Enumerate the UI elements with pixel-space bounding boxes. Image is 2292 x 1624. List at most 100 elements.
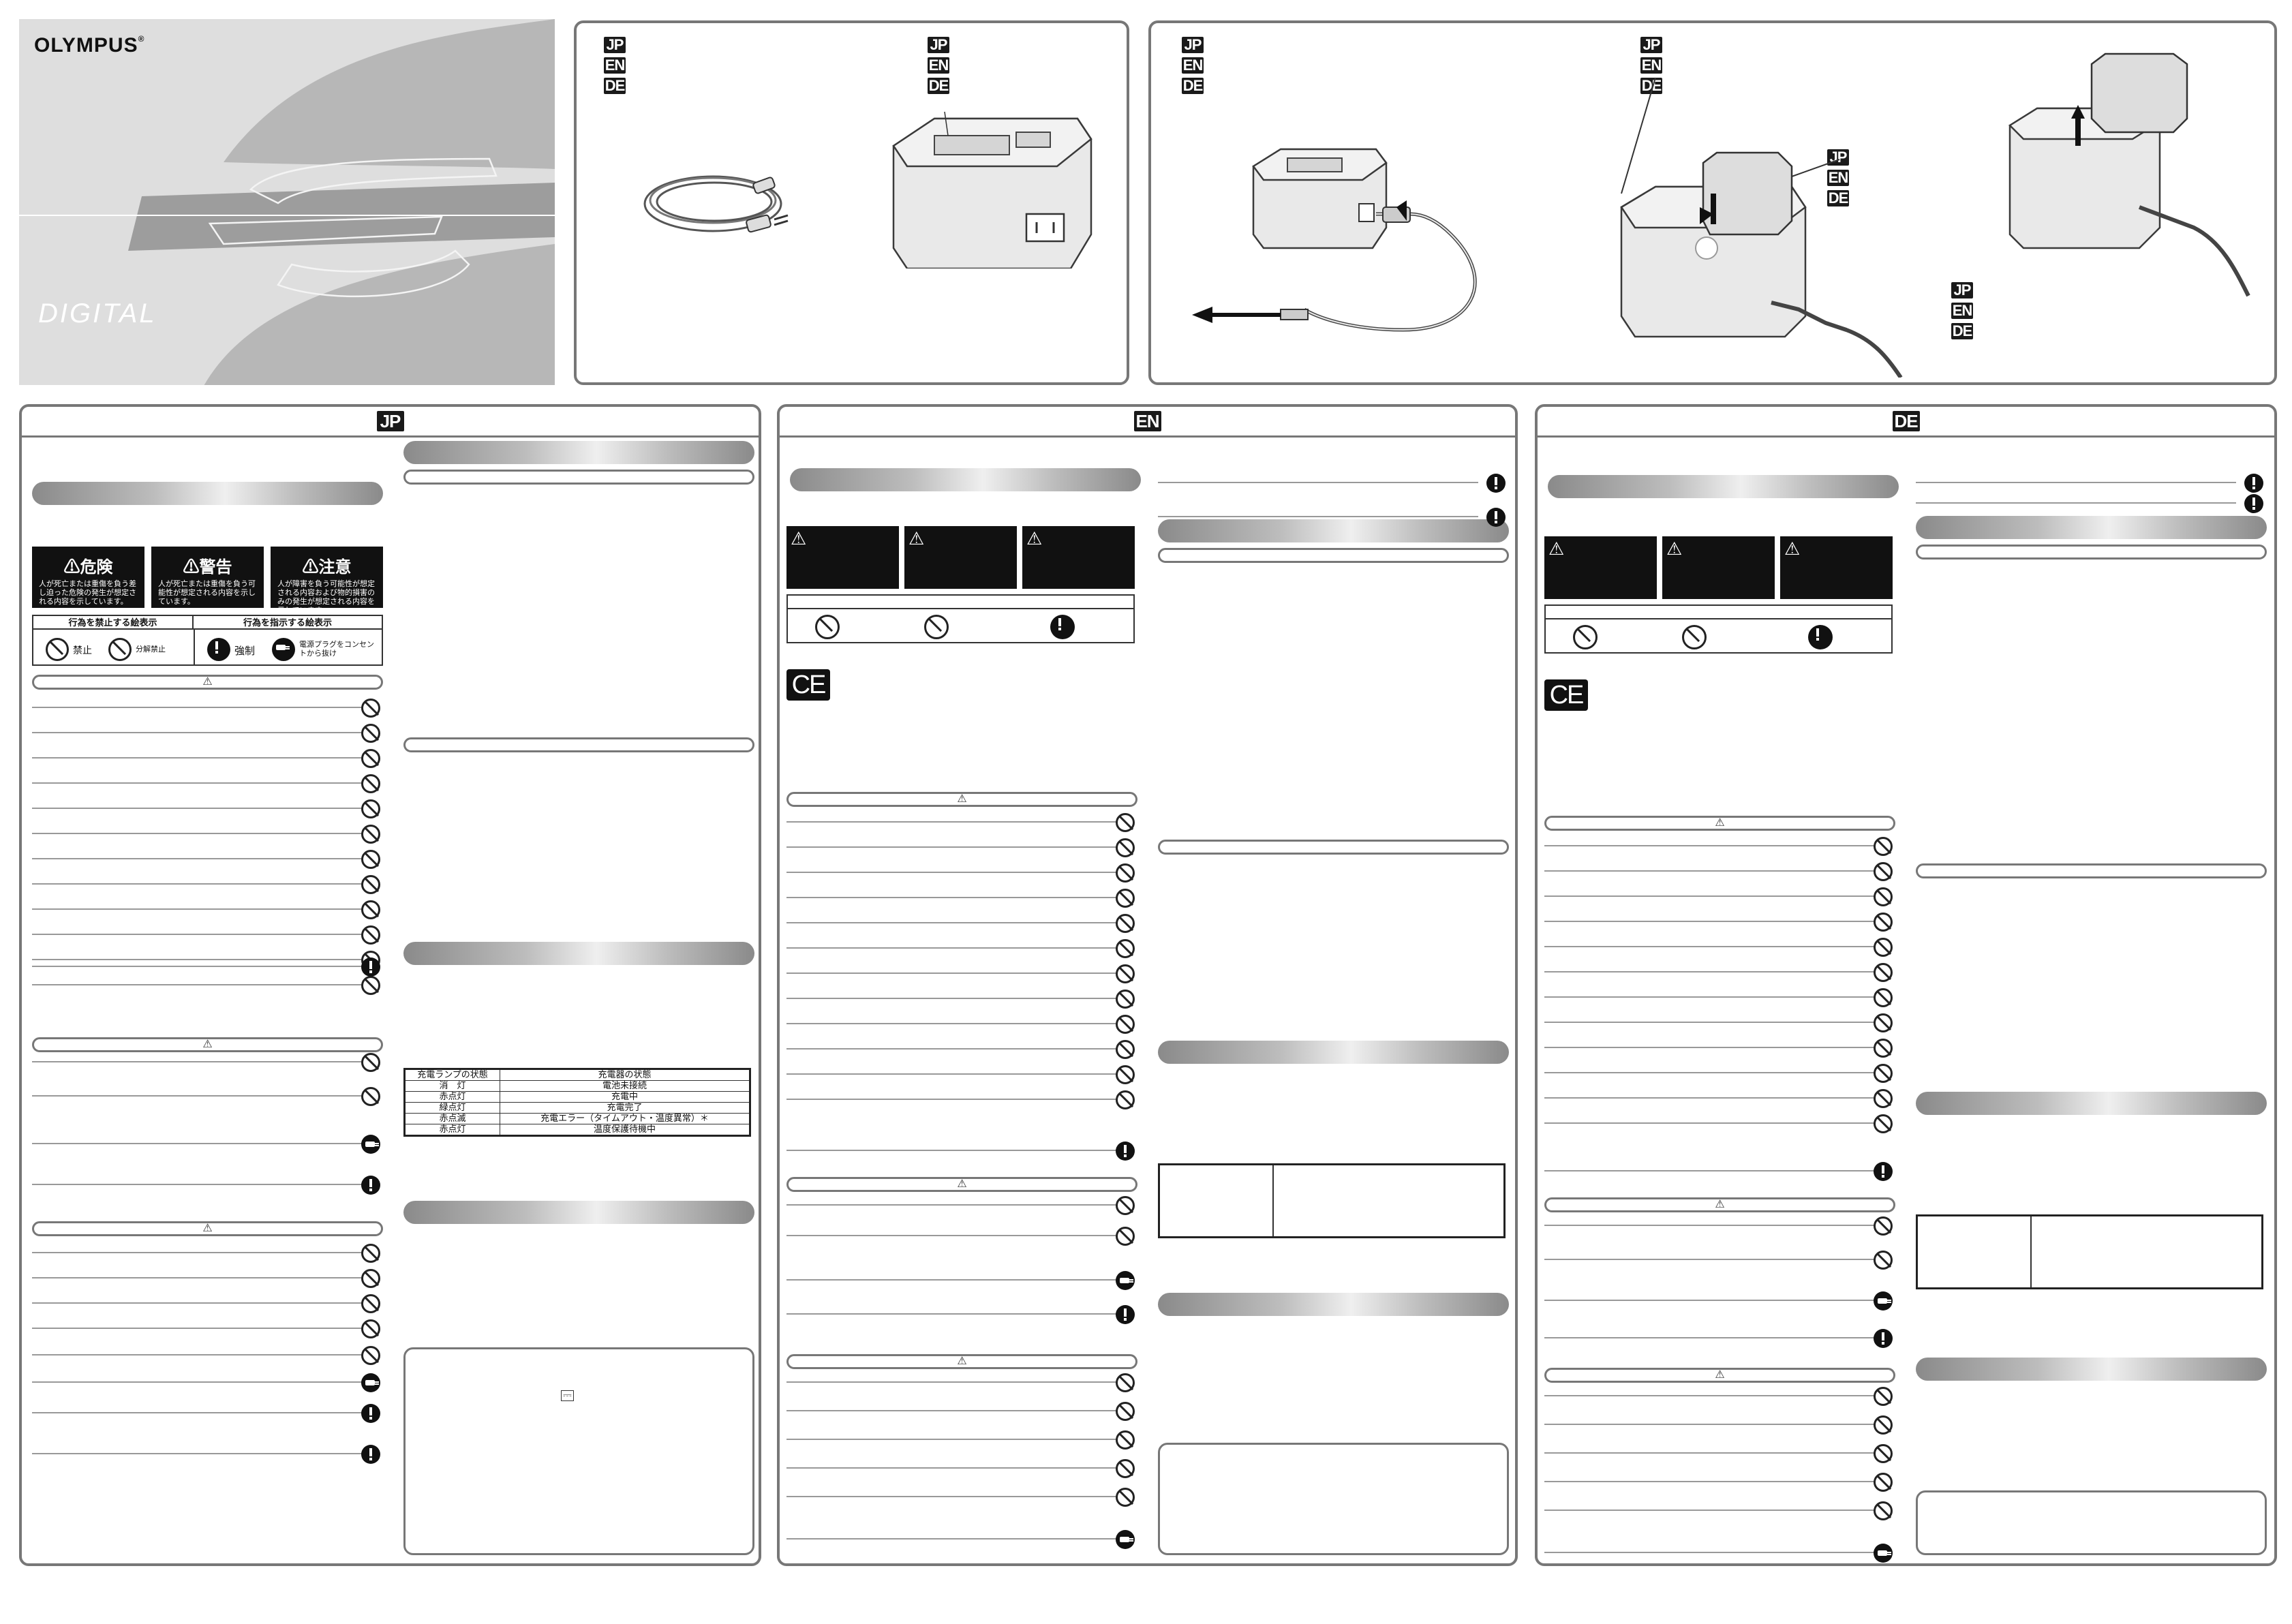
en-right-heading-1 <box>1158 519 1509 542</box>
jp-right-heading-3 <box>403 1201 754 1224</box>
rule-line <box>1916 482 2236 483</box>
rule-line <box>786 922 1117 923</box>
instruct-header: 行為を指示する絵表示 <box>194 616 382 630</box>
prohibit-icon <box>1874 862 1893 881</box>
table-row: 消 灯電池未接続 <box>404 1080 750 1092</box>
step1-connect-cord-illustration <box>1192 148 1477 332</box>
rule-line <box>786 1313 1117 1315</box>
rule-line <box>1544 1552 1875 1553</box>
rule-line <box>1544 1424 1875 1425</box>
warning-triangle-icon: ⚠ <box>63 558 80 577</box>
charger-illustration <box>892 111 1092 269</box>
badge-en: EN <box>604 57 626 74</box>
prohibit-icon <box>1116 1402 1135 1421</box>
cover-panel: OLYMPUS® DIGITAL <box>19 19 555 385</box>
en-safety-heading-bar <box>790 468 1141 491</box>
badge-en: EN <box>1182 57 1204 74</box>
prohibit-icon <box>361 1269 380 1288</box>
ce-mark-icon: CE <box>786 669 830 701</box>
rule-line <box>32 1143 366 1144</box>
prohibit-header: 行為を禁止する絵表示 <box>33 616 194 630</box>
lang-badges-step1: JP EN DE <box>1182 37 1204 94</box>
mandatory-icon <box>1808 625 1833 649</box>
unplug-label: 電源プラグをコンセントから抜け <box>299 641 374 658</box>
mandatory-icon <box>1874 1329 1893 1348</box>
unplug-icon <box>1874 1291 1893 1311</box>
rule-line <box>786 821 1117 823</box>
rule-line <box>786 1439 1117 1440</box>
contents-panel: JP EN DE JP EN DE <box>574 20 1129 385</box>
prohibit-icon <box>361 1346 380 1365</box>
warning-title: 警告 <box>199 558 232 577</box>
jp-spec-box: ⎓ <box>403 1347 754 1555</box>
lang-badges-step3: JP EN DE <box>1951 282 1973 339</box>
table-header: 充電器の状態 <box>500 1069 750 1081</box>
rule-line <box>786 872 1117 873</box>
prohibit-icon <box>1874 1444 1893 1463</box>
badge-en: EN <box>1951 302 1973 319</box>
mandatory-icon <box>2244 474 2263 493</box>
de-danger-pill: ⚠ <box>1544 816 1895 831</box>
rule-line <box>32 883 366 885</box>
rule-line <box>786 1073 1117 1075</box>
brand-logo: OLYMPUS <box>34 34 138 57</box>
rule-line <box>1544 1395 1875 1396</box>
prohibit-icon <box>1874 887 1893 906</box>
prohibit-icon <box>1116 1015 1135 1034</box>
prohibit-icon <box>361 850 380 869</box>
no-disassembly-label: 分解禁止 <box>136 645 166 654</box>
prohibit-icon <box>1874 913 1893 932</box>
en-warning-legend: ⚠ <box>904 526 1017 589</box>
prohibit-icon <box>1874 1251 1893 1270</box>
de-right-pill-2 <box>1916 863 2267 878</box>
prohibit-icon <box>1116 939 1135 958</box>
unplug-icon <box>1116 1271 1135 1290</box>
prohibit-icon <box>1116 1488 1135 1507</box>
prohibit-icon <box>361 699 380 718</box>
de-danger-legend: ⚠ <box>1544 536 1657 599</box>
prohibit-icon <box>1116 1373 1135 1392</box>
rule-line <box>1158 516 1478 517</box>
rule-line <box>1544 1259 1875 1260</box>
warning-triangle-icon: ⚠ <box>202 1039 213 1050</box>
rule-line <box>32 808 366 809</box>
prohibit-icon <box>1874 1039 1893 1058</box>
badge-jp: JP <box>928 37 949 53</box>
rule-line <box>786 1204 1117 1206</box>
prohibit-icon <box>46 638 69 661</box>
prohibit-icon <box>1116 838 1135 857</box>
mandatory-icon <box>1116 1305 1135 1324</box>
warning-triangle-icon: ⚠ <box>1784 538 1801 559</box>
rule-line <box>1544 845 1875 846</box>
prohibit-icon <box>1116 964 1135 983</box>
step3-remove-battery-illustration <box>2008 52 2250 297</box>
cover-swoosh-graphic <box>19 19 555 385</box>
prohibit-icon <box>1874 1415 1893 1435</box>
rule-line <box>1544 946 1875 947</box>
en-caution-legend: ⚠ <box>1022 526 1135 589</box>
rule-line <box>786 972 1117 974</box>
rule-line <box>786 947 1117 949</box>
mandatory-icon <box>2244 494 2263 513</box>
rule-line <box>786 1496 1117 1497</box>
caution-legend: ⚠注意 人が障害を負う可能性が想定される内容および物的損害のみの発生が想定される… <box>271 547 383 615</box>
table-cell: 赤点灯 <box>404 1091 500 1103</box>
danger-text: 人が死亡または重傷を負う差し迫った危険の発生が想定される内容を示しています。 <box>39 580 136 606</box>
table-header: 充電ランプの状態 <box>404 1069 500 1081</box>
rule-line <box>786 1467 1117 1469</box>
rule-line <box>32 959 366 960</box>
de-right-pill-1 <box>1916 545 2267 560</box>
warning-legend: ⚠警告 人が死亡または重傷を負う可能性が想定される内容を示しています。 <box>151 547 264 608</box>
registered-mark: ® <box>138 34 145 44</box>
prohibit-icon <box>1116 990 1135 1009</box>
mandatory-icon <box>361 1176 380 1195</box>
table-cell: 赤点灯 <box>404 1124 500 1136</box>
rule-line <box>32 908 366 910</box>
prohibit-icon <box>1874 988 1893 1007</box>
prohibit-icon <box>1874 1064 1893 1083</box>
prohibit-icon <box>1573 625 1598 649</box>
prohibit-icon <box>1116 1040 1135 1059</box>
en-header: EN <box>780 407 1515 438</box>
prohibit-icon <box>1874 1114 1893 1133</box>
table-row: 赤点灯充電中 <box>404 1091 750 1103</box>
